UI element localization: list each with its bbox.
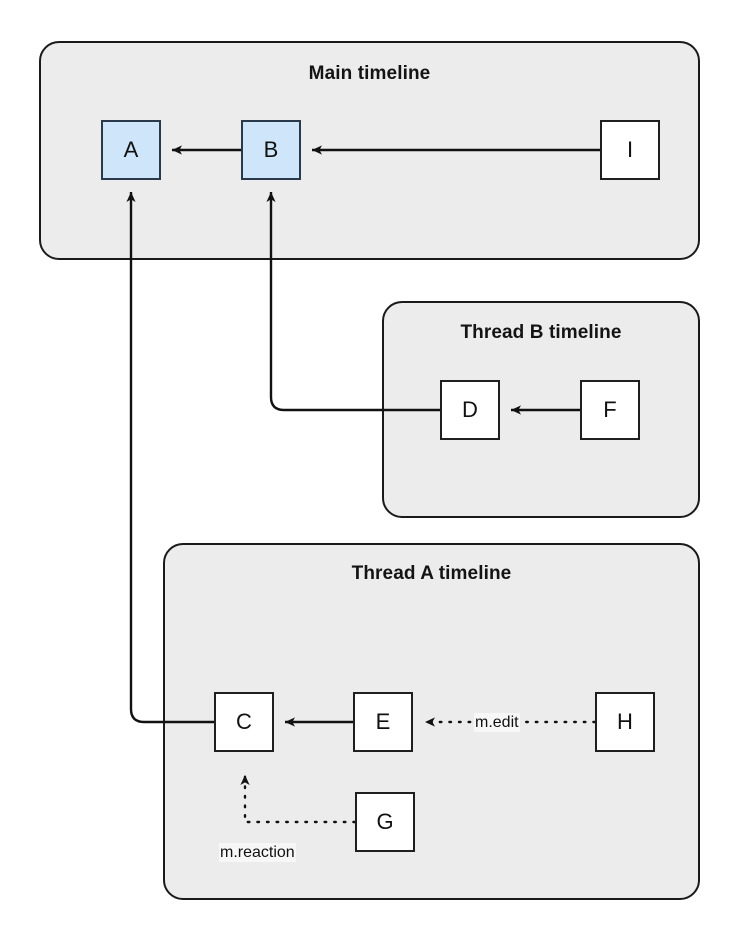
group-title-main-timeline: Main timeline: [308, 63, 431, 84]
edge-d-to-b: [266, 192, 440, 412]
node-h[interactable]: H: [595, 692, 655, 752]
group-title-thread-b-timeline: Thread B timeline: [460, 322, 622, 343]
node-i-label: I: [626, 137, 634, 162]
node-a-label: A: [123, 137, 139, 162]
edge-g-to-c: [240, 773, 357, 824]
node-i[interactable]: I: [600, 120, 660, 180]
node-h-label: H: [617, 709, 633, 734]
node-e[interactable]: E: [353, 692, 413, 752]
node-b-label: B: [263, 137, 279, 162]
edge-label-m-reaction: m.reaction: [219, 843, 296, 862]
node-d[interactable]: D: [440, 380, 500, 440]
node-g-label: G: [376, 809, 394, 834]
node-f[interactable]: F: [580, 380, 640, 440]
node-c[interactable]: C: [214, 692, 274, 752]
node-b[interactable]: B: [241, 120, 301, 180]
edge-c-to-a: [126, 192, 214, 724]
node-g[interactable]: G: [355, 792, 415, 852]
node-e-label: E: [375, 709, 391, 734]
group-title-thread-a-timeline: Thread A timeline: [351, 563, 512, 584]
node-d-label: D: [462, 397, 478, 422]
node-a[interactable]: A: [101, 120, 161, 180]
edge-label-m-edit: m.edit: [474, 713, 520, 732]
node-c-label: C: [236, 709, 252, 734]
node-f-label: F: [603, 397, 617, 422]
